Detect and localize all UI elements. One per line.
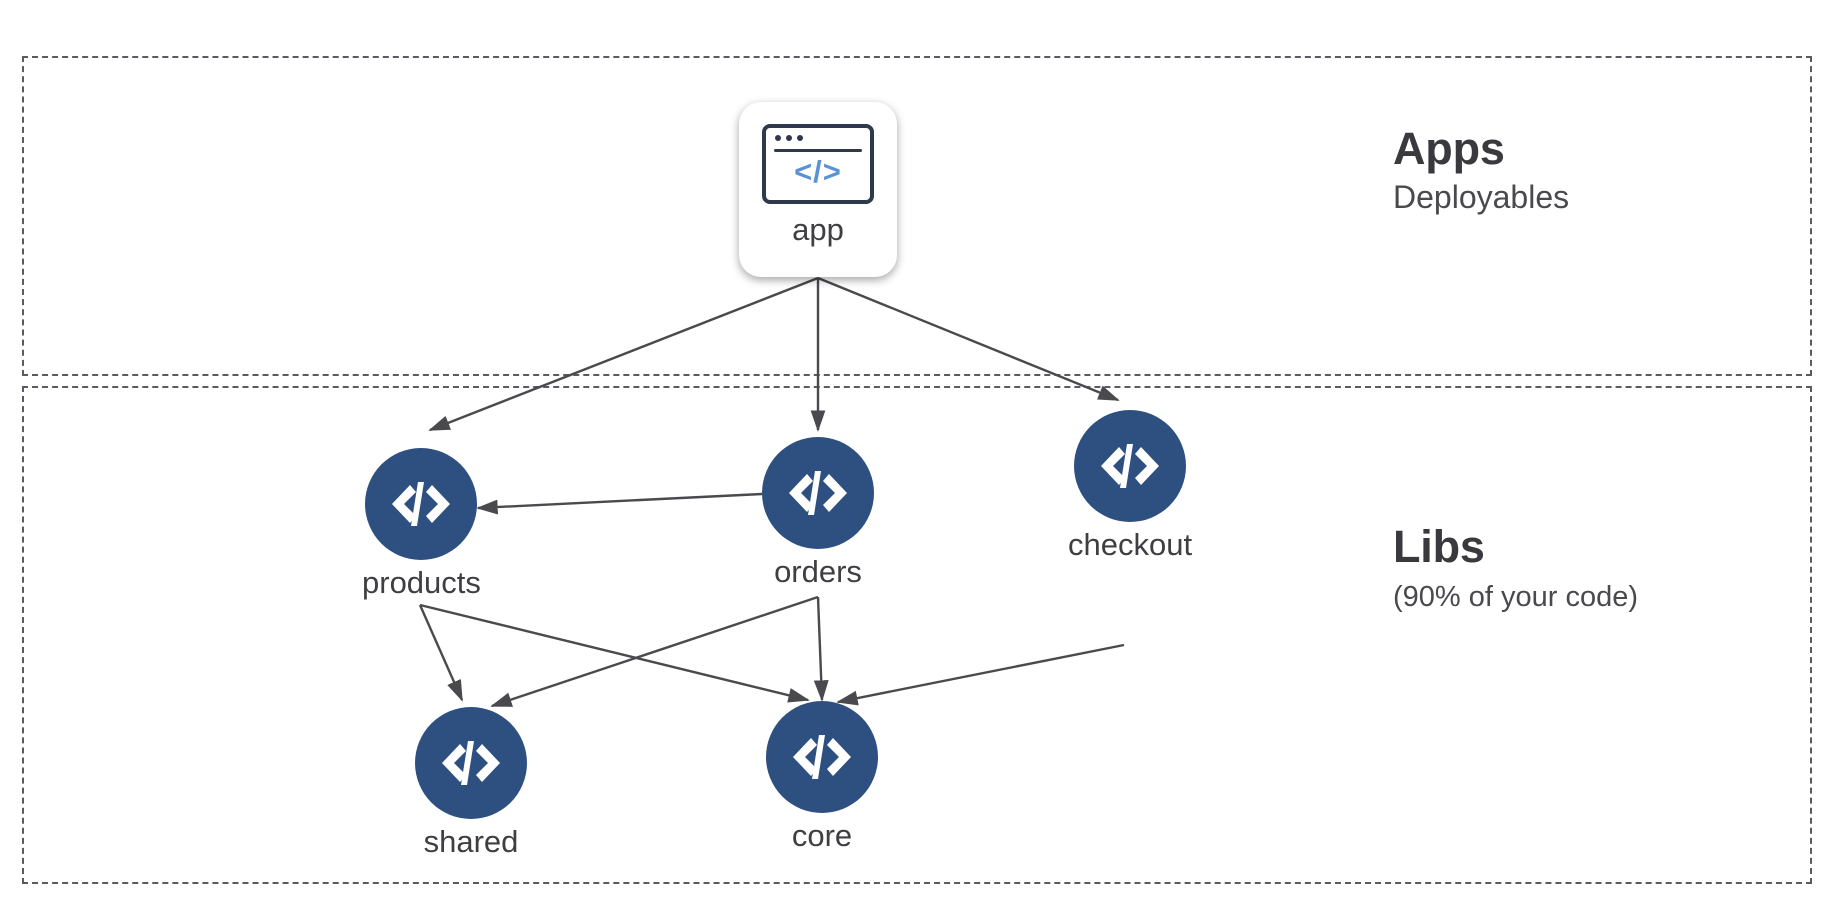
zone-apps-caption: Apps Deployables	[1393, 123, 1570, 216]
zone-libs-subtitle: (90% of your code)	[1393, 581, 1639, 614]
node-core-label: core	[791, 818, 853, 853]
node-app[interactable]: </> app	[739, 102, 897, 277]
node-products-label: products	[362, 565, 481, 600]
code-glyph: </>	[794, 154, 842, 189]
zone-libs	[22, 386, 1812, 884]
node-checkout-label: checkout	[1068, 527, 1193, 562]
node-core[interactable]: core	[766, 701, 878, 854]
zone-apps-subtitle: Deployables	[1393, 179, 1570, 216]
window-dots-icon	[775, 135, 803, 141]
node-orders-label: orders	[774, 554, 862, 589]
code-icon	[766, 701, 878, 813]
node-shared[interactable]: shared	[415, 707, 527, 860]
window-titlebar-divider	[774, 149, 862, 152]
code-icon	[762, 437, 874, 549]
node-orders[interactable]: orders	[762, 437, 874, 590]
code-icon	[1074, 410, 1187, 522]
zone-libs-title: Libs	[1393, 521, 1485, 572]
code-icon	[365, 448, 478, 560]
node-shared-label: shared	[423, 824, 519, 859]
code-icon	[415, 707, 527, 819]
browser-window-code-icon: </>	[762, 124, 874, 204]
node-products[interactable]: products	[362, 448, 481, 601]
zone-libs-caption: Libs (90% of your code)	[1393, 521, 1639, 614]
node-app-label: app	[792, 212, 844, 247]
zone-apps-title: Apps	[1393, 123, 1505, 174]
node-checkout[interactable]: checkout	[1068, 410, 1192, 563]
